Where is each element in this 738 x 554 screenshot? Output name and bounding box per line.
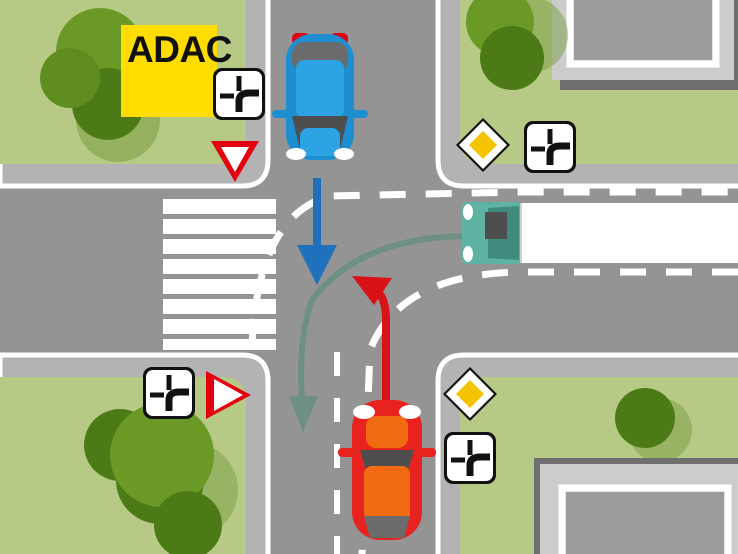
tree-crown xyxy=(615,388,675,448)
curb-line-bottom-left xyxy=(0,352,271,554)
truck-headlight-bottom xyxy=(463,246,473,262)
red-car-rear-window xyxy=(364,516,410,538)
yield-triangle-inner xyxy=(214,379,243,411)
building-outline xyxy=(566,0,720,68)
sign-bottom-left-yield[interactable] xyxy=(206,371,251,419)
truck xyxy=(462,202,738,264)
truck-headlight-top xyxy=(463,204,473,220)
crosswalk-stripe xyxy=(163,279,276,294)
crosswalk-stripe xyxy=(163,339,276,350)
curb-line-bottom-right xyxy=(435,352,738,554)
block-bottom-left xyxy=(0,352,271,554)
sign-top-left-yield[interactable] xyxy=(211,141,259,182)
layout-icon-bend xyxy=(546,142,570,165)
layout-icon-bend xyxy=(466,453,490,476)
block-top-left: ADAC xyxy=(0,0,271,189)
building-roof xyxy=(566,492,724,554)
blue-car-hood xyxy=(300,128,340,156)
tree-crown xyxy=(40,48,100,108)
teal-arrow-head xyxy=(289,396,318,432)
blue-car-mirror-left xyxy=(272,110,290,118)
blue-car-headlight-left xyxy=(286,148,306,160)
red-car-headlight-left xyxy=(353,405,375,419)
building-top-right xyxy=(552,0,738,90)
adac-logo-text: ADAC xyxy=(127,29,232,70)
building-bottom-right xyxy=(534,458,738,554)
blue-car-roof xyxy=(296,60,344,118)
red-car-mirror-left xyxy=(338,448,356,457)
trees-top-right xyxy=(466,0,568,90)
red-car xyxy=(338,400,436,540)
priority-diamond-yellow xyxy=(456,380,484,408)
blue-arrow-head xyxy=(297,245,337,285)
blue-car-mirror-right xyxy=(350,110,368,118)
layout-icon-bend xyxy=(235,89,259,112)
curb-line-top-right xyxy=(435,0,738,189)
crosswalk-stripe xyxy=(163,299,276,314)
tree-crown xyxy=(154,491,222,554)
crosswalk-stripe xyxy=(163,239,276,254)
adac-logo: ADAC xyxy=(121,25,232,117)
yield-triangle-inner xyxy=(221,147,249,172)
block-top-right xyxy=(435,0,738,189)
sign-bottom-right-layout[interactable] xyxy=(444,432,496,484)
sign-top-left-layout[interactable] xyxy=(213,68,265,120)
blue-car xyxy=(272,33,368,160)
curb-line-top-left xyxy=(0,0,271,189)
tree-crown xyxy=(110,403,214,507)
tree-crown xyxy=(480,26,544,90)
sign-bottom-right-priority[interactable] xyxy=(443,367,497,421)
red-car-roof xyxy=(364,466,410,522)
priority-diamond-yellow xyxy=(469,131,497,159)
red-car-headlight-right xyxy=(399,405,421,419)
crosswalk xyxy=(163,199,276,350)
red-arrow-head xyxy=(352,276,392,305)
crosswalk-stripe xyxy=(163,319,276,334)
truck-windshield xyxy=(485,212,507,239)
block-bottom-right xyxy=(435,352,738,554)
blue-arrow xyxy=(297,178,337,285)
adac-logo-bg xyxy=(121,25,217,117)
red-car-hood xyxy=(366,416,408,448)
teal-arrow-shaft xyxy=(298,233,471,401)
building-outline xyxy=(558,484,732,554)
trees-bottom-left xyxy=(84,403,238,554)
sign-bottom-left-layout[interactable] xyxy=(143,367,195,419)
blue-car-headlight-right xyxy=(334,148,354,160)
crosswalk-stripe xyxy=(163,219,276,234)
sign-top-right-priority[interactable] xyxy=(456,118,510,172)
red-arrow xyxy=(352,276,392,400)
dashed-priority-curve xyxy=(248,188,738,346)
crosswalk-stripe xyxy=(163,199,276,214)
dashed-priority-curve-lower xyxy=(358,268,738,554)
crosswalk-stripe xyxy=(163,259,276,274)
red-car-mirror-right xyxy=(418,448,436,457)
teal-arrow xyxy=(289,233,471,432)
layout-icon-bend xyxy=(165,388,189,411)
trees-bottom-right xyxy=(615,388,692,462)
truck-box xyxy=(519,203,738,263)
sign-top-right-layout[interactable] xyxy=(524,121,576,173)
building-roof xyxy=(574,0,712,60)
